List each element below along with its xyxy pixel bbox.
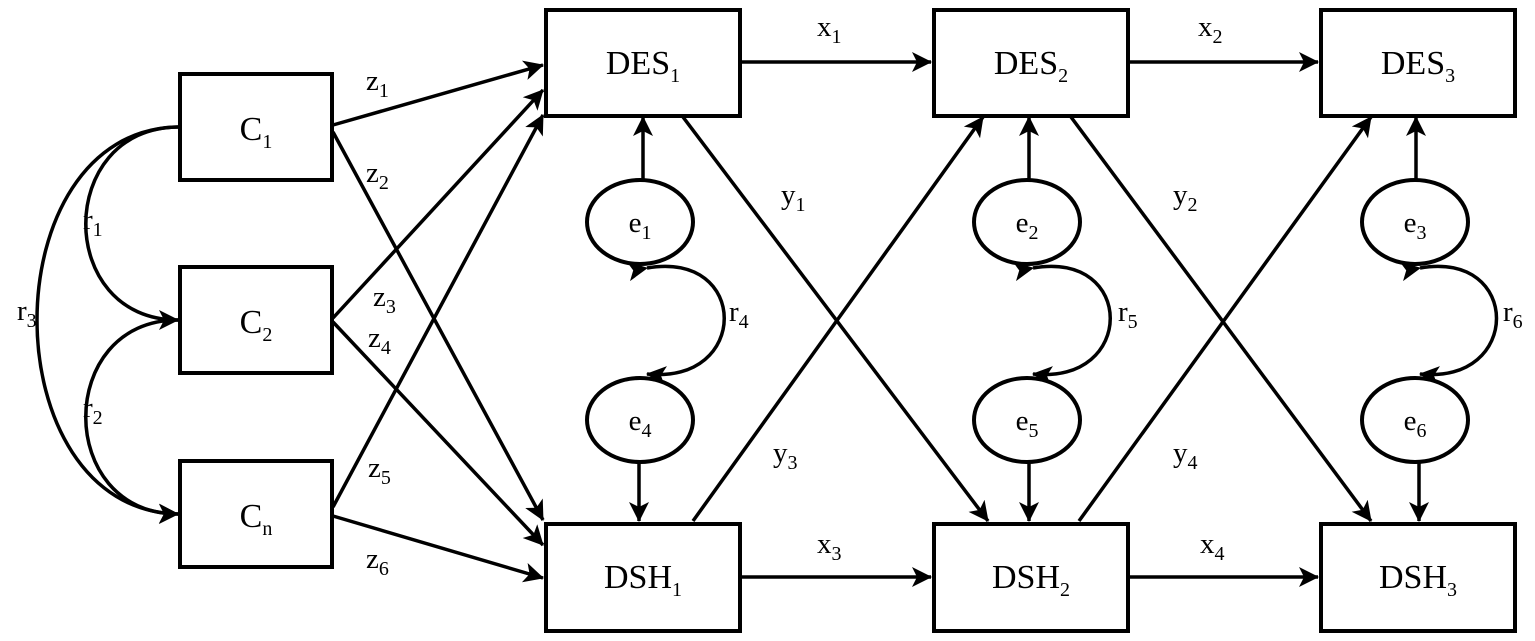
path-y4-line <box>1077 115 1373 523</box>
label-r5: r5 <box>1118 296 1138 333</box>
svg-text:DES1: DES1 <box>606 45 680 87</box>
error-e2: e2 <box>972 178 1082 266</box>
corr-r3-curve <box>35 116 198 524</box>
svg-text:DSH2: DSH2 <box>992 559 1070 601</box>
svg-text:DSH3: DSH3 <box>1379 559 1457 601</box>
path-z6-line <box>332 514 544 583</box>
label-r4: r4 <box>729 296 749 333</box>
svg-text:DES3: DES3 <box>1381 45 1455 87</box>
svg-text:C1: C1 <box>240 111 273 153</box>
svg-text:e1: e1 <box>629 207 652 244</box>
svg-text:e3: e3 <box>1404 207 1427 244</box>
node-dsh1: DSH1 <box>544 522 742 633</box>
label-z5: z5 <box>368 452 391 489</box>
error-terms: e1 e2 e3 e4 e5 e6 <box>585 178 1470 464</box>
svg-text:C2: C2 <box>240 304 273 346</box>
label-y3: y3 <box>773 437 798 474</box>
label-x3: x3 <box>817 528 842 565</box>
node-c1: C1 <box>178 72 334 182</box>
path-z1-line <box>332 60 544 127</box>
node-des2: DES2 <box>932 8 1130 118</box>
observed-variables: C1 C2 Cn DES1 DES2 DES3 DSH1 DSH2 <box>178 8 1517 633</box>
path-y3-line <box>691 115 985 523</box>
path-z2-line <box>331 131 545 521</box>
error-e5: e5 <box>972 376 1082 464</box>
path-z4-line <box>331 320 545 547</box>
svg-text:e4: e4 <box>629 405 652 442</box>
label-y2: y2 <box>1173 179 1198 216</box>
node-dsh2: DSH2 <box>932 522 1130 633</box>
label-r1: r1 <box>83 204 103 241</box>
path-y2-line <box>1069 115 1373 523</box>
node-des3: DES3 <box>1319 8 1517 118</box>
label-z3: z3 <box>373 281 396 318</box>
label-z6: z6 <box>366 543 389 580</box>
svg-text:DES2: DES2 <box>994 45 1068 87</box>
label-x4: x4 <box>1200 528 1225 565</box>
label-y1: y1 <box>781 179 806 216</box>
node-des1: DES1 <box>544 8 742 118</box>
label-r6: r6 <box>1503 296 1523 333</box>
node-c2: C2 <box>178 265 334 375</box>
label-z1: z1 <box>366 65 389 102</box>
label-x1: x1 <box>817 11 842 48</box>
corr-r1-curve <box>84 116 198 330</box>
error-e4: e4 <box>585 376 695 464</box>
label-y4: y4 <box>1173 437 1198 474</box>
error-e3: e3 <box>1360 178 1470 266</box>
corr-r4-curve <box>626 261 726 386</box>
path-y1-line <box>681 115 990 523</box>
path-z5-line <box>331 114 545 508</box>
svg-text:e5: e5 <box>1016 405 1039 442</box>
path-z3-line <box>331 88 545 320</box>
corr-r6-curve <box>1399 261 1499 386</box>
error-e6: e6 <box>1360 376 1470 464</box>
node-cn: Cn <box>178 459 334 569</box>
edges <box>35 52 1499 587</box>
label-r2: r2 <box>83 392 103 429</box>
svg-text:Cn: Cn <box>240 498 273 540</box>
node-dsh3: DSH3 <box>1319 522 1517 633</box>
label-x2: x2 <box>1198 11 1223 48</box>
corr-r5-curve <box>1012 261 1112 386</box>
error-e1: e1 <box>585 178 695 266</box>
label-z2: z2 <box>366 157 389 194</box>
svg-text:e2: e2 <box>1016 207 1039 244</box>
svg-text:e6: e6 <box>1404 405 1427 442</box>
edge-labels: z1 z2 z3 z4 z5 z6 x1 x2 x3 x4 y1 y2 y3 y… <box>17 11 1523 580</box>
label-r3: r3 <box>17 295 37 332</box>
label-z4: z4 <box>368 322 391 359</box>
svg-text:DSH1: DSH1 <box>604 559 682 601</box>
